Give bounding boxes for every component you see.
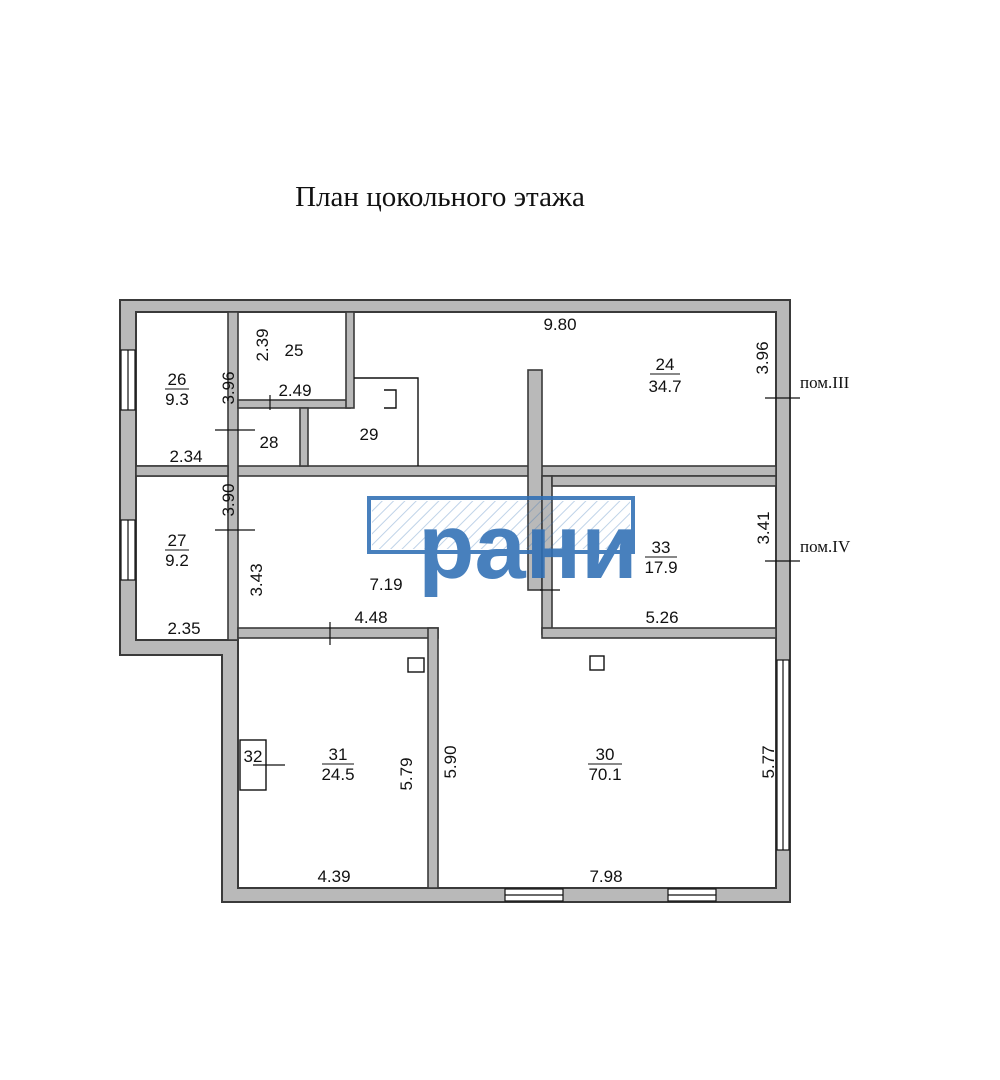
- dim-7-19: 7.19: [369, 575, 402, 594]
- room-24-number: 24: [656, 355, 675, 374]
- room-labels: 24 34.7 25 26 9.3 27 9.2 28 29 30 70.1 3…: [165, 341, 682, 784]
- room-29-number: 29: [360, 425, 379, 444]
- dim-2-49: 2.49: [278, 381, 311, 400]
- room-28-number: 28: [260, 433, 279, 452]
- watermark-logo: рани: [367, 496, 638, 598]
- dim-5-90: 5.90: [441, 745, 460, 778]
- dim-3-96-left: 3.96: [219, 371, 238, 404]
- dim-9-80: 9.80: [543, 315, 576, 334]
- plan-title: План цокольного этажа: [295, 181, 585, 213]
- annotation-pom-iii: пом.III: [800, 373, 850, 392]
- dim-4-39: 4.39: [317, 867, 350, 886]
- room-24-area: 34.7: [648, 377, 681, 396]
- room-26-area: 9.3: [165, 390, 189, 409]
- room-33-number: 33: [652, 538, 671, 557]
- room-27-number: 27: [168, 531, 187, 550]
- outer-walls: [119, 299, 791, 903]
- room-25-number: 25: [285, 341, 304, 360]
- dim-5-77: 5.77: [759, 745, 778, 778]
- dim-2-35: 2.35: [167, 619, 200, 638]
- door-marks: [215, 395, 800, 766]
- windows: [120, 349, 790, 902]
- room-33-area: 17.9: [644, 558, 677, 577]
- room-26-number: 26: [168, 370, 187, 389]
- dim-4-48: 4.48: [354, 608, 387, 627]
- dim-2-39: 2.39: [253, 328, 272, 361]
- room-30-number: 30: [596, 745, 615, 764]
- dim-7-98: 7.98: [589, 867, 622, 886]
- dim-5-79: 5.79: [397, 757, 416, 790]
- dim-3-96-right: 3.96: [753, 341, 772, 374]
- room-30-area: 70.1: [588, 765, 621, 784]
- dim-3-90: 3.90: [219, 483, 238, 516]
- room-31-area: 24.5: [321, 765, 354, 784]
- room-31-number: 31: [329, 745, 348, 764]
- dim-2-34: 2.34: [169, 447, 202, 466]
- dimension-labels: 9.80 2.49 2.34 7.19 2.35 4.48 5.26 4.39 …: [167, 315, 778, 886]
- dim-3-41: 3.41: [754, 511, 773, 544]
- dim-5-26: 5.26: [645, 608, 678, 627]
- room-27-area: 9.2: [165, 551, 189, 570]
- room-32-number: 32: [244, 747, 263, 766]
- watermark-text: рани: [418, 496, 638, 598]
- annotation-pom-iv: пом.IV: [800, 537, 851, 556]
- dim-3-43: 3.43: [247, 563, 266, 596]
